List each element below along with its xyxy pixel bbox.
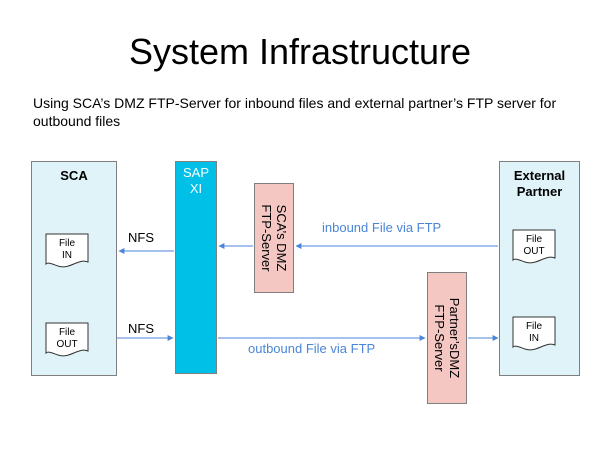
external-partner-label-line1: External bbox=[513, 168, 566, 183]
external-partner-label-line2: Partner bbox=[516, 184, 563, 199]
doc-sca-file-in-line2: IN bbox=[62, 250, 72, 261]
doc-external-file-out: File OUT bbox=[512, 229, 556, 264]
page-subtitle: Using SCA’s DMZ FTP-Server for inbound f… bbox=[33, 95, 557, 129]
sap-xi-label-line1: SAP bbox=[182, 165, 209, 180]
sap-xi-label-line2: XI bbox=[189, 181, 203, 196]
sap-xi-block: SAP XI bbox=[175, 161, 217, 374]
doc-external-file-in: File IN bbox=[512, 316, 556, 351]
doc-sca-file-in-line1: File bbox=[59, 238, 76, 249]
doc-external-file-out-line1: File bbox=[526, 234, 543, 245]
edge-label-inbound: inbound File via FTP bbox=[322, 220, 442, 235]
doc-external-file-out-line2: OUT bbox=[523, 246, 544, 257]
partner-dmz-ftp-server: Partner’sDMZ FTP-Server bbox=[427, 272, 467, 404]
sca-label: SCA bbox=[60, 168, 88, 183]
edge-label-outbound: outbound File via FTP bbox=[248, 341, 376, 356]
doc-external-file-in-line2: IN bbox=[529, 333, 539, 344]
doc-sca-file-out-line1: File bbox=[59, 327, 76, 338]
doc-external-file-in-line1: File bbox=[526, 321, 543, 332]
sca-dmz-ftp-server: SCA’s DMZ FTP-Server bbox=[254, 183, 294, 293]
doc-sca-file-in: File IN bbox=[45, 233, 89, 268]
doc-sca-file-out-line2: OUT bbox=[56, 339, 77, 350]
page-title: System Infrastructure bbox=[128, 31, 472, 72]
edge-label-nfs-bottom: NFS bbox=[128, 321, 154, 336]
edge-label-nfs-top: NFS bbox=[128, 230, 154, 245]
doc-sca-file-out: File OUT bbox=[45, 322, 89, 357]
